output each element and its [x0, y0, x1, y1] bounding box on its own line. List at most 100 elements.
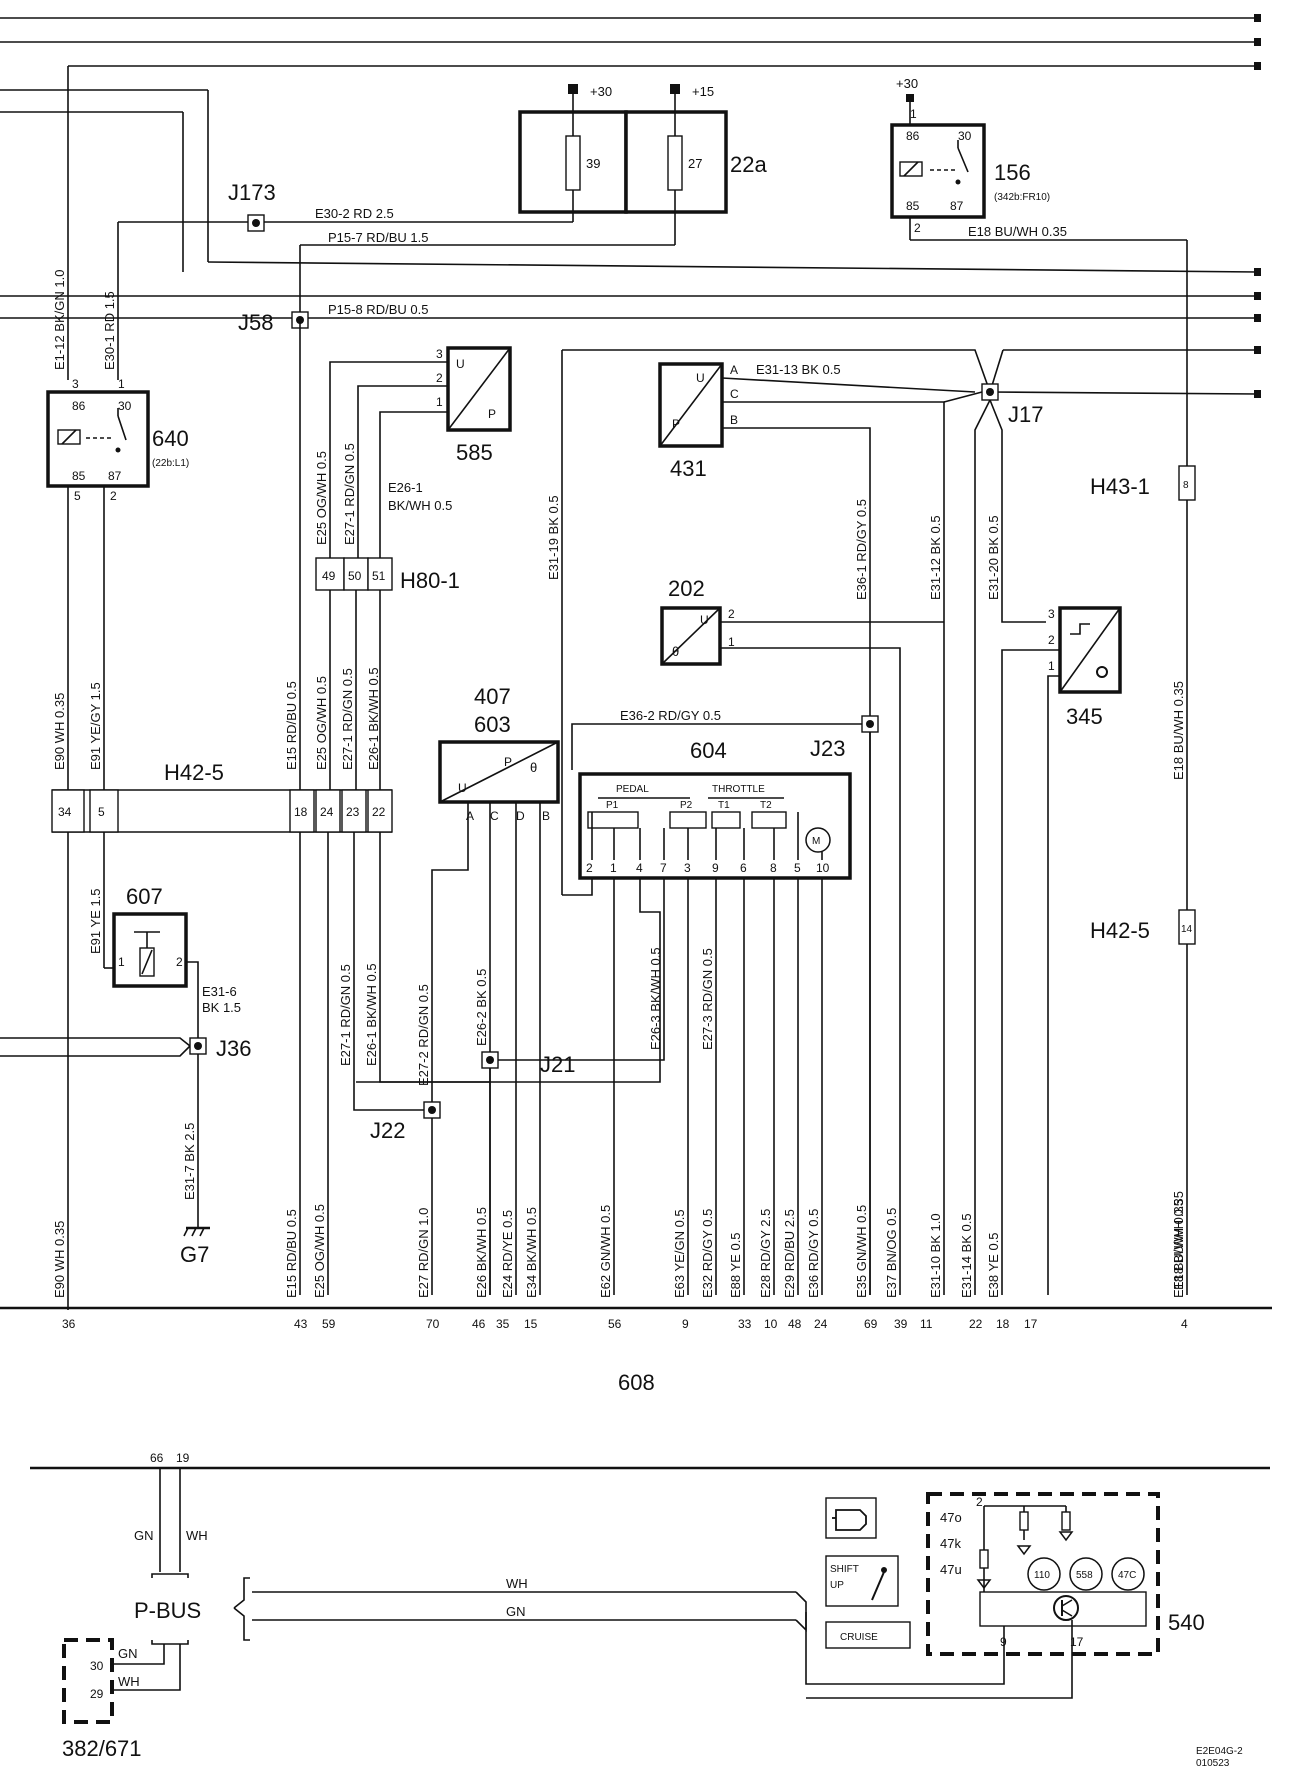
bottom-pin-number: 10	[764, 1317, 778, 1331]
svg-text:87: 87	[108, 469, 122, 483]
svg-text:2: 2	[110, 489, 117, 503]
bottom-wire-label: E28 RD/GY 2.5	[758, 1209, 773, 1298]
svg-text:T1: T1	[718, 800, 730, 811]
svg-text:85: 85	[72, 469, 86, 483]
wire-e27-1b-label: E27-1 RD/GN 0.5	[340, 668, 355, 770]
svg-text:49: 49	[322, 569, 336, 583]
svg-text:30: 30	[90, 1659, 104, 1673]
bottom-wire-label: E62 GN/WH 0.5	[598, 1205, 613, 1298]
svg-text:9: 9	[1000, 1635, 1007, 1649]
sensor-407-603: 407 603 U P θ A C D B	[431, 684, 560, 1295]
bottom-wire-label: E88 YE 0.5	[728, 1232, 743, 1298]
svg-text:18: 18	[294, 805, 308, 819]
component-603-label: 603	[474, 712, 511, 737]
bottom-wire-label: E32 RD/GY 0.5	[700, 1209, 715, 1298]
supply-p30-label: +30	[590, 84, 612, 99]
svg-text:47o: 47o	[940, 1510, 962, 1525]
svg-text:PEDAL: PEDAL	[616, 784, 649, 795]
svg-text:A: A	[730, 363, 738, 377]
svg-text:30: 30	[118, 399, 132, 413]
bottom-pin-number: 48	[788, 1317, 802, 1331]
component-604-label: 604	[690, 738, 727, 763]
svg-text:A: A	[466, 809, 474, 823]
junction-j23: E36-2 RD/GY 0.5 J23	[571, 708, 879, 770]
svg-text:87: 87	[950, 199, 964, 213]
svg-text:8: 8	[1183, 480, 1189, 491]
svg-text:SHIFT: SHIFT	[830, 1564, 859, 1575]
bottom-pin-number: 17	[1024, 1317, 1038, 1331]
switch-607: 607 1 2	[104, 884, 199, 1046]
svg-text:24: 24	[320, 805, 334, 819]
relay-156: +30 1 86 30 85 87 156 (342b:FR10) 2 E18 …	[890, 76, 1188, 1295]
junction-j36-label: J36	[216, 1036, 251, 1061]
junction-j21-label: J21	[540, 1052, 575, 1077]
junction-j22-label: J22	[370, 1118, 405, 1143]
fuse-box-22a: +30 +15 39 27 22a	[518, 84, 767, 245]
svg-text:51: 51	[372, 569, 386, 583]
svg-text:4: 4	[636, 861, 643, 875]
wire-e27-2-label: E27-2 RD/GN 0.5	[416, 984, 431, 1086]
svg-text:2: 2	[586, 861, 593, 875]
throttle-unit-wires	[356, 732, 871, 1295]
component-156-ref: (342b:FR10)	[994, 192, 1050, 203]
junction-j36: J36 G7	[0, 1036, 251, 1267]
wire-e36-2-label: E36-2 RD/GY 0.5	[620, 708, 721, 723]
svg-text:110: 110	[1034, 1570, 1050, 1581]
wire-e26-2-label: E26-2 BK 0.5	[474, 969, 489, 1046]
svg-text:47C: 47C	[1118, 1570, 1136, 1581]
component-202-label: 202	[668, 576, 705, 601]
svg-text:6: 6	[740, 861, 747, 875]
wire-e25b-label: E25 OG/WH 0.5	[314, 676, 329, 770]
connector-h80-1-label: H80-1	[400, 568, 460, 593]
svg-text:17: 17	[1070, 1635, 1084, 1649]
svg-text:50: 50	[348, 569, 362, 583]
bottom-wire-label: E29 RD/BU 2.5	[782, 1209, 797, 1298]
svg-text:WH: WH	[186, 1528, 208, 1543]
wire-e31-6-label-b: BK 1.5	[202, 1000, 241, 1015]
wire-e30-2-label: E30-2 RD 2.5	[315, 206, 394, 221]
svg-text:1: 1	[610, 861, 617, 875]
component-608-label: 608	[618, 1370, 655, 1395]
svg-text:86: 86	[72, 399, 86, 413]
svg-text:WH: WH	[118, 1674, 140, 1689]
wire-e31-13-label: E31-13 BK 0.5	[756, 362, 841, 377]
svg-text:30: 30	[958, 129, 972, 143]
svg-text:3: 3	[1048, 607, 1055, 621]
component-640-ref: (22b:L1)	[152, 458, 189, 469]
bottom-wire-label: E37 BN/OG 0.5	[884, 1208, 899, 1298]
svg-text:5: 5	[74, 489, 81, 503]
wire-e27-1c-label: E27-1 RD/GN 0.5	[338, 964, 353, 1066]
svg-text:GN: GN	[118, 1646, 138, 1661]
wire-e26-1-label-a: E26-1	[388, 480, 423, 495]
svg-text:34: 34	[58, 805, 72, 819]
supply-p15-label: +15	[692, 84, 714, 99]
p-bus-section: 66 19 GN WH P-BUS WH GN	[30, 1451, 1270, 1699]
wire-e31-7-label: E31-7 BK 2.5	[182, 1123, 197, 1200]
wire-e27-3-label: E27-3 RD/GN 0.5	[700, 948, 715, 1050]
feed-wires: J173 E30-2 RD 2.5 P15-7 RD/BU 1.5 J58 P1…	[117, 180, 675, 790]
bottom-pin-number: 15	[524, 1317, 538, 1331]
bottom-wire-label: E27 RD/GN 1.0	[416, 1208, 431, 1298]
svg-text:1: 1	[118, 955, 125, 969]
wire-p15-7-label: P15-7 RD/BU 1.5	[328, 230, 428, 245]
bottom-wire-label: E31-10 BK 1.0	[928, 1213, 943, 1298]
wire-e25-label: E25 OG/WH 0.5	[314, 451, 329, 545]
wire-p15-8-label: P15-8 RD/BU 0.5	[328, 302, 428, 317]
fuse-39-label: 39	[586, 156, 600, 171]
pbus-wire-wh-label: WH	[506, 1576, 528, 1591]
svg-text:3: 3	[72, 377, 79, 391]
drawing-code: E2E04G-2	[1196, 1746, 1243, 1757]
sensor-345: 3 2 1 345	[1001, 606, 1122, 1295]
bottom-wire-label: E34 BK/WH 0.5	[524, 1207, 539, 1298]
svg-text:558: 558	[1076, 1570, 1093, 1581]
throttle-unit-604: 604 PEDAL THROTTLE P1 P2 T1 T2 M 2 1 4 7…	[578, 738, 852, 880]
wire-e1-12-label: E1-12 BK/GN 1.0	[52, 270, 67, 370]
svg-text:U: U	[696, 371, 705, 385]
bottom-pin-number: 69	[864, 1317, 878, 1331]
bottom-pin-number: 4	[1181, 1317, 1188, 1331]
bottom-pin-number: 59	[322, 1317, 336, 1331]
wire-e26-1-label-b: BK/WH 0.5	[388, 498, 452, 513]
svg-text:8: 8	[770, 861, 777, 875]
